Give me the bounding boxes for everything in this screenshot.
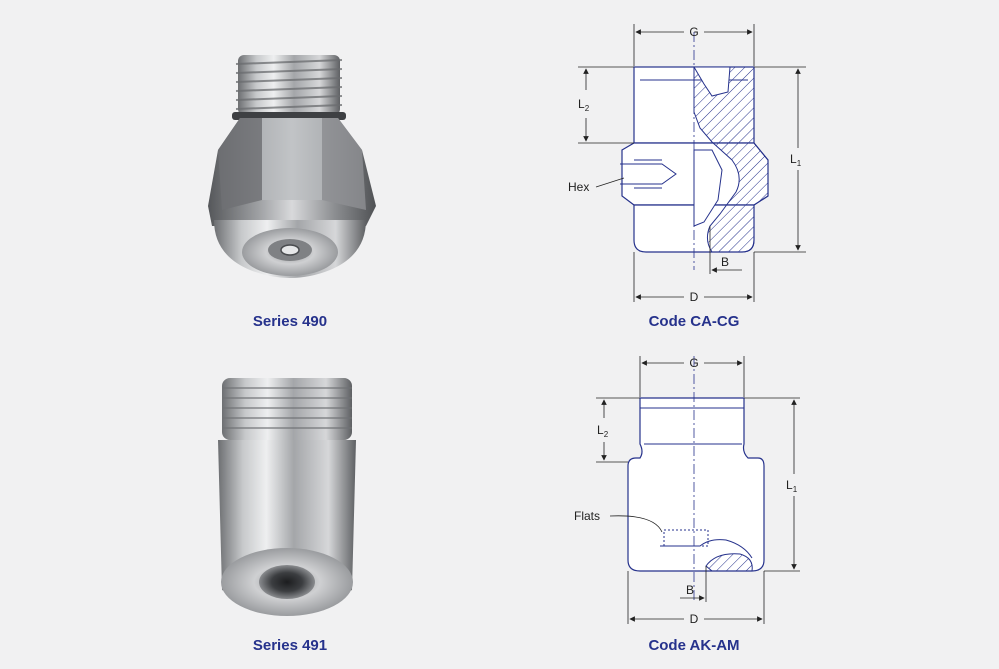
hex-label: Hex: [568, 180, 589, 194]
flats-label: Flats: [574, 509, 600, 523]
dim-g-label: G: [689, 25, 698, 39]
code-ak-am-drawing: G L2 L1 Flats: [574, 356, 800, 626]
dim-l2-label-2: L2: [597, 423, 609, 439]
series-491-nozzle-image: [218, 378, 356, 616]
dim-l1-label-2: L1: [786, 478, 798, 494]
dim-l1-label: L1: [790, 152, 802, 168]
orifice-hole: [259, 565, 315, 599]
dim-b-label-2: B: [686, 583, 694, 597]
caption-code-ak-am: Code AK-AM: [648, 637, 740, 654]
series-490-nozzle-image: [208, 55, 376, 278]
dim-d-label: D: [690, 290, 699, 304]
dim-g-label-2: G: [689, 356, 698, 370]
thread-section: [232, 55, 346, 120]
dim-b-label: B: [721, 255, 729, 269]
caption-code-ca-cg: Code CA-CG: [648, 313, 740, 330]
dim-d-label-2: D: [690, 612, 699, 626]
code-ca-cg-drawing: G L2 L1 Hex: [568, 24, 806, 304]
caption-series-491: Series 491: [252, 637, 328, 654]
caption-series-490: Series 490: [252, 313, 328, 330]
dim-l2-label: L2: [578, 97, 590, 113]
